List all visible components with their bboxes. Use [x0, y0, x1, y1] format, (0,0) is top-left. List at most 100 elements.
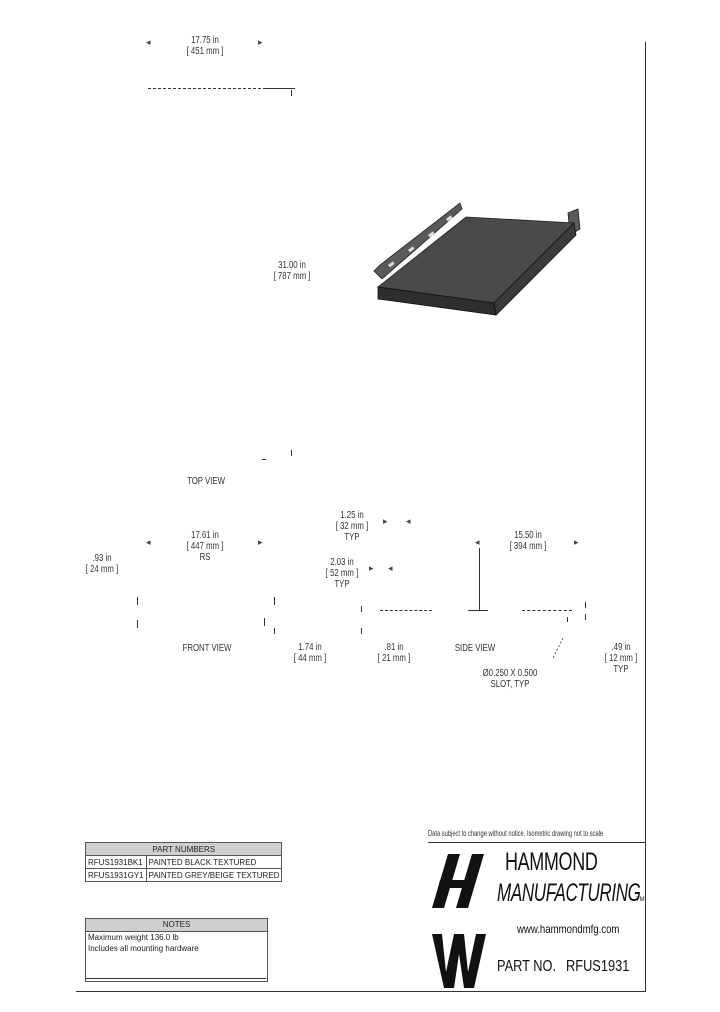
front-width-mm: [ 447 mm ] [186, 541, 224, 552]
arrow-left-icon: ◂ [406, 516, 411, 526]
side-length-in: 15.50 in [514, 530, 542, 541]
slot-spacing-mm: [ 32 mm ] [335, 521, 369, 532]
flange-height-mm: [ 21 mm ] [377, 653, 411, 664]
side-outline-mid [468, 610, 488, 611]
slot-size-line2: SLOT, TYP [490, 679, 530, 690]
arrow-right-icon: ▸ [258, 537, 263, 547]
isometric-tray [373, 202, 581, 316]
front-height-dim: 1.74 in [ 44 mm ] [293, 642, 327, 664]
part-no-value: RFUS1931 [566, 958, 630, 975]
frame-right-line [645, 42, 646, 992]
arrow-left-icon: ◂ [475, 537, 480, 547]
notes-bottom-line [85, 978, 266, 979]
front-right-edge-low [264, 618, 265, 626]
tray-right-lip [493, 222, 577, 316]
side-slot-mark [567, 617, 568, 622]
notes-line: Includes all mounting hardware [88, 944, 199, 953]
title-block-divider [428, 842, 645, 843]
table-row: RFUS1931GY1 PAINTED GREY/BEIGE TEXTURED [85, 868, 283, 882]
front-height-mm: [ 44 mm ] [293, 653, 327, 664]
notes-box: NOTES Maximum weight 136.0 lb Includes a… [85, 918, 268, 982]
top-outline-bottom-mark [262, 459, 266, 460]
slot-leader-line [552, 637, 564, 659]
front-left-dim: .93 in [ 24 mm ] [85, 553, 119, 575]
table-row: RFUS1931BK1 PAINTED BLACK TEXTURED [85, 855, 283, 869]
side-view-title: SIDE VIEW [454, 643, 496, 654]
brand-tm: TM [636, 897, 645, 903]
flange-height-in: .81 in [384, 642, 404, 653]
slot-spacing-note: TYP [344, 532, 360, 543]
brand-name-line1: HAMMOND [505, 848, 598, 876]
hammond-logo-icon [432, 854, 484, 908]
depth-in: 31.00 in [278, 260, 306, 271]
notes-line: Maximum weight 136.0 lb [88, 933, 179, 942]
top-width-in: 17.75 in [191, 35, 219, 46]
edge-offset-dim: .49 in [ 12 mm ] TYP [603, 642, 639, 675]
slot-offset-mm: [ 52 mm ] [325, 568, 359, 579]
front-left-edge-low [137, 620, 138, 628]
side-outline-dashed [380, 610, 432, 611]
top-view-title: TOP VIEW [187, 476, 225, 487]
arrow-left-icon: ◂ [388, 563, 393, 573]
depth-mm: [ 787 mm ] [273, 271, 311, 282]
slot-offset-dim: 2.03 in [ 52 mm ] TYP [325, 557, 359, 590]
slot-offset-in: 2.03 in [330, 557, 354, 568]
front-left-mm: [ 24 mm ] [85, 564, 119, 575]
top-width-mm: [ 451 mm ] [186, 46, 224, 57]
side-right-tick [585, 602, 586, 608]
arrow-left-icon: ◂ [146, 37, 151, 47]
side-length-dim: 15.50 in [ 394 mm ] [505, 530, 552, 552]
edge-offset-note: TYP [613, 664, 629, 675]
side-left-tick [361, 606, 362, 612]
arrow-right-icon: ▸ [369, 563, 374, 573]
frame-bottom-line [76, 991, 646, 992]
part-numbers-table: PART NUMBERS RFUS1931BK1 PAINTED BLACK T… [84, 842, 283, 882]
arrow-right-icon: ▸ [258, 37, 263, 47]
front-height-in: 1.74 in [298, 642, 322, 653]
edge-offset-mm: [ 12 mm ] [604, 653, 638, 664]
part-number-cell: RFUS1931BK1 [85, 855, 147, 869]
part-no-label: PART NO. [497, 958, 557, 975]
top-outline-tick [291, 90, 292, 96]
side-right-tick-low [585, 614, 586, 620]
top-outline-edge [265, 88, 295, 89]
slot-spacing-dim: 1.25 in [ 32 mm ] TYP [335, 510, 369, 543]
disclaimer-text: Data subject to change without notice. I… [428, 829, 604, 838]
part-numbers-header: PART NUMBERS [84, 842, 283, 856]
top-width-dim: 17.75 in [ 451 mm ] [178, 35, 233, 57]
side-outline-dashed-right [522, 610, 572, 611]
arrow-right-icon: ▸ [383, 516, 388, 526]
flange-height-dim: .81 in [ 21 mm ] [377, 642, 411, 664]
top-outline-dashed [148, 88, 266, 89]
part-number-cell: RFUS1931GY1 [85, 868, 147, 882]
hammond-w-logo-icon [432, 934, 486, 988]
side-length-mm: [ 394 mm ] [509, 541, 547, 552]
front-width-note: RS [199, 552, 211, 563]
tray-slot [388, 261, 395, 268]
front-view-title: FRONT VIEW [182, 643, 232, 654]
slot-size-dim: Ø0.250 X 0.500 SLOT, TYP [479, 668, 541, 690]
front-width-dim: 17.61 in [ 447 mm ] RS [178, 530, 233, 563]
notes-header: NOTES [86, 919, 267, 932]
front-width-in: 17.61 in [191, 530, 219, 541]
arrow-right-icon: ▸ [574, 537, 579, 547]
side-length-extension [479, 548, 480, 610]
depth-dim: 31.00 in [ 787 mm ] [269, 260, 316, 282]
tray-slot [446, 215, 453, 222]
arrow-left-icon: ◂ [146, 537, 151, 547]
brand-website: www.hammondmfg.com [517, 922, 620, 936]
slot-spacing-in: 1.25 in [340, 510, 364, 521]
brand-name-line2: MANUFACTURING [497, 879, 641, 907]
slot-size-line1: Ø0.250 X 0.500 [482, 668, 538, 679]
part-desc-cell: PAINTED BLACK TEXTURED [145, 855, 283, 869]
tray-slot [408, 246, 415, 253]
front-left-in: .93 in [92, 553, 112, 564]
front-right-edge [274, 597, 275, 605]
tray-slot [428, 231, 435, 238]
side-left-tick-low [361, 628, 362, 634]
edge-offset-in: .49 in [611, 642, 631, 653]
slot-offset-note: TYP [334, 579, 350, 590]
part-desc-cell: PAINTED GREY/BEIGE TEXTURED [145, 868, 283, 882]
front-right-tick [274, 628, 275, 634]
front-left-edge [137, 597, 138, 605]
